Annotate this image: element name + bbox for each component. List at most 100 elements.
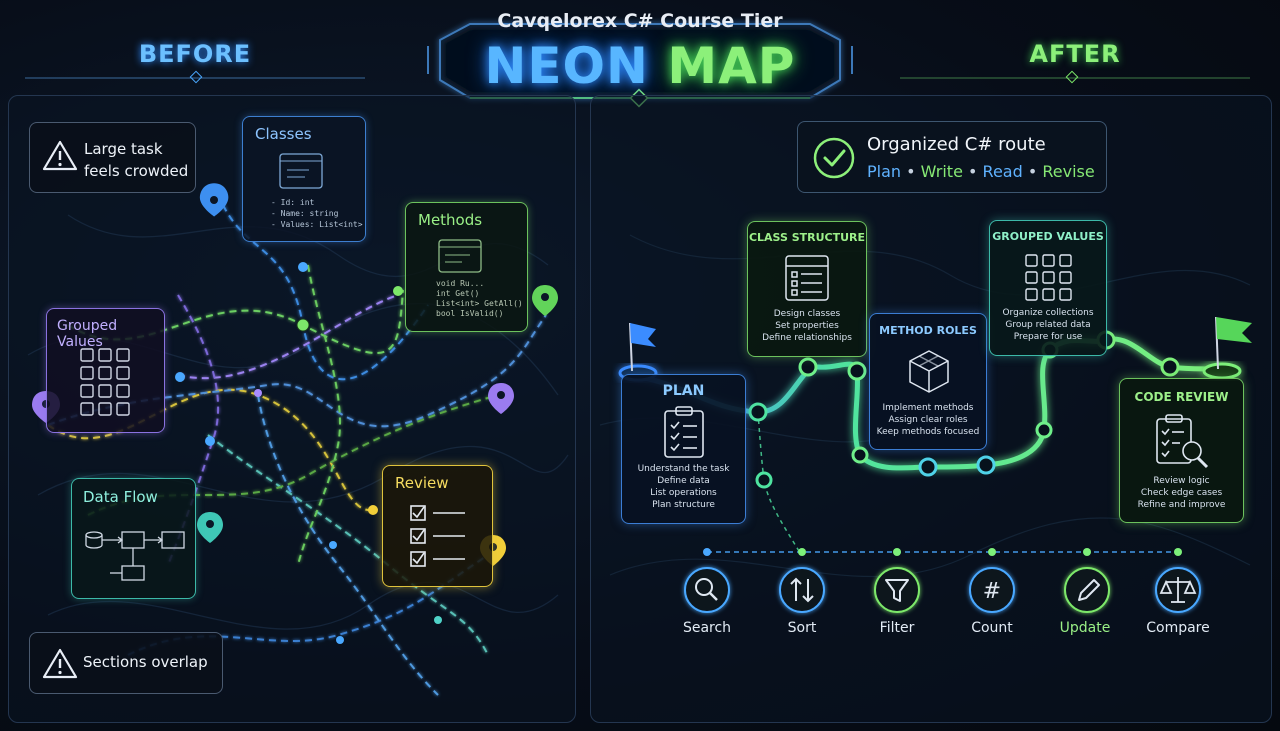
grouped-values-line-3: Prepare for use [1013, 332, 1083, 342]
banner-title: Organized C# route [867, 134, 1046, 155]
step-revise: Revise [1042, 162, 1095, 181]
review-magnifier-icon [1156, 414, 1209, 469]
tool-label-search: Search [682, 620, 732, 636]
scale-icon[interactable] [1155, 567, 1201, 613]
method-roles-line-2: Assign clear roles [888, 415, 968, 425]
grid-icon [80, 348, 130, 416]
plan-line-4: Plan structure [652, 500, 715, 510]
tool-label-compare: Compare [1146, 620, 1210, 636]
map-pin-icon [197, 512, 223, 543]
sort-icon[interactable] [779, 567, 825, 613]
plan-title: PLAN [662, 383, 705, 399]
grouped-values-after-card: GROUPED VALUES Organize collections Grou… [989, 220, 1107, 356]
class-structure-card: CLASS STRUCTURE Design classes Set prope… [747, 221, 867, 357]
tool-label-sort: Sort [787, 620, 817, 636]
hash-icon[interactable]: # [969, 567, 1015, 613]
class-structure-title: CLASS STRUCTURE [748, 231, 866, 244]
course-title: Cavqelorex C# Course Tier [497, 10, 783, 32]
class-list-icon [785, 255, 829, 301]
warning-icon [42, 648, 78, 679]
step-sep: • [968, 162, 978, 181]
plan-card: PLAN Understand the task Define data Lis… [621, 374, 746, 524]
classes-title: Classes [255, 125, 312, 143]
review-card: Review [382, 465, 493, 587]
warning-icon [42, 140, 78, 171]
method-roles-card: METHOD ROLES Implement methods Assign cl… [869, 313, 987, 450]
class-structure-line-3: Define relationships [762, 333, 852, 343]
search-icon[interactable] [684, 567, 730, 613]
pencil-icon[interactable] [1064, 567, 1110, 613]
code-review-card: CODE REVIEW Review logic Check edge case… [1119, 378, 1244, 523]
flow-diagram-icon [85, 531, 185, 581]
method-roles-line-3: Keep methods focused [876, 427, 980, 437]
plan-line-3: List operations [650, 488, 717, 498]
grouped-values-line-1: Organize collections [1002, 308, 1094, 318]
method-line-3: List<int> GetAll() [436, 299, 523, 308]
methods-title: Methods [418, 211, 483, 229]
code-review-line-1: Review logic [1153, 476, 1210, 486]
method-roles-title: METHOD ROLES [879, 324, 977, 337]
warning-line-2: feels crowded [84, 162, 189, 180]
class-field-1: - Id: int [271, 198, 315, 207]
tool-label-update: Update [1059, 620, 1111, 636]
method-line-1: void Ru... [436, 279, 485, 288]
class-window-icon [279, 153, 323, 189]
plan-line-1: Understand the task [637, 464, 730, 474]
review-title: Review [395, 474, 449, 492]
map-pin-icon [488, 383, 514, 414]
after-label: AFTER [1029, 40, 1121, 68]
class-field-2: - Name: string [271, 209, 339, 218]
checklist-icon [410, 505, 465, 567]
data-flow-card: Data Flow [71, 478, 196, 599]
tool-label-count: Count [971, 620, 1013, 636]
tools-connector-dots [703, 548, 1182, 556]
grouped-values-line-2: Group related data [1005, 320, 1091, 330]
step-read: Read [982, 162, 1023, 181]
code-review-title: CODE REVIEW [1134, 390, 1229, 404]
cube-icon [909, 350, 949, 393]
check-circle-icon [813, 137, 855, 179]
step-plan: Plan [867, 162, 902, 181]
title-neon: NEON [484, 37, 649, 95]
grouped-values-after-title: GROUPED VALUES [992, 230, 1104, 243]
method-window-icon [438, 239, 482, 273]
warning-overlap-text: Sections overlap [83, 653, 208, 671]
class-structure-line-2: Set properties [775, 321, 839, 331]
grouped-values-title: Grouped Values [57, 318, 118, 350]
title-map: MAP [667, 37, 796, 95]
method-roles-line-1: Implement methods [882, 403, 974, 413]
warning-line-1: Large task [84, 140, 163, 158]
step-sep: • [906, 162, 916, 181]
classes-card: Classes - Id: int - Name: string - Value… [242, 116, 366, 242]
method-line-4: bool IsValid() [436, 309, 504, 318]
warning-card-overlap: Sections overlap [29, 632, 223, 694]
finish-flag-icon [1202, 316, 1252, 380]
tool-label-filter: Filter [879, 620, 915, 636]
data-flow-title: Data Flow [83, 488, 158, 506]
map-pin-icon [199, 183, 229, 217]
before-label: BEFORE [138, 40, 252, 68]
class-structure-line-1: Design classes [773, 309, 841, 319]
warning-card-crowded: Large task feels crowded [29, 122, 196, 193]
methods-card: Methods void Ru... int Get() List<int> G… [405, 202, 528, 332]
main-title: NEON MAP [440, 36, 840, 96]
tools-row: # [684, 567, 1201, 613]
map-pin-icon [532, 285, 558, 316]
step-write: Write [920, 162, 963, 181]
method-line-2: int Get() [436, 289, 480, 298]
start-flag-icon [618, 322, 658, 382]
code-review-line-2: Check edge cases [1140, 488, 1223, 498]
class-field-3: - Values: List<int> [271, 220, 363, 229]
clipboard-icon [664, 406, 704, 458]
svg-text:#: # [983, 579, 1001, 604]
code-review-line-3: Refine and improve [1137, 500, 1226, 510]
grouped-values-card: Grouped Values [46, 308, 165, 433]
grid-icon [1025, 254, 1072, 301]
filter-icon[interactable] [874, 567, 920, 613]
banner-steps: Plan • Write • Read • Revise [867, 162, 1095, 181]
plan-line-2: Define data [657, 476, 710, 486]
route-banner: Organized C# route Plan • Write • Read •… [797, 121, 1107, 193]
step-sep: • [1027, 162, 1038, 181]
before-route-nodes [175, 262, 442, 644]
